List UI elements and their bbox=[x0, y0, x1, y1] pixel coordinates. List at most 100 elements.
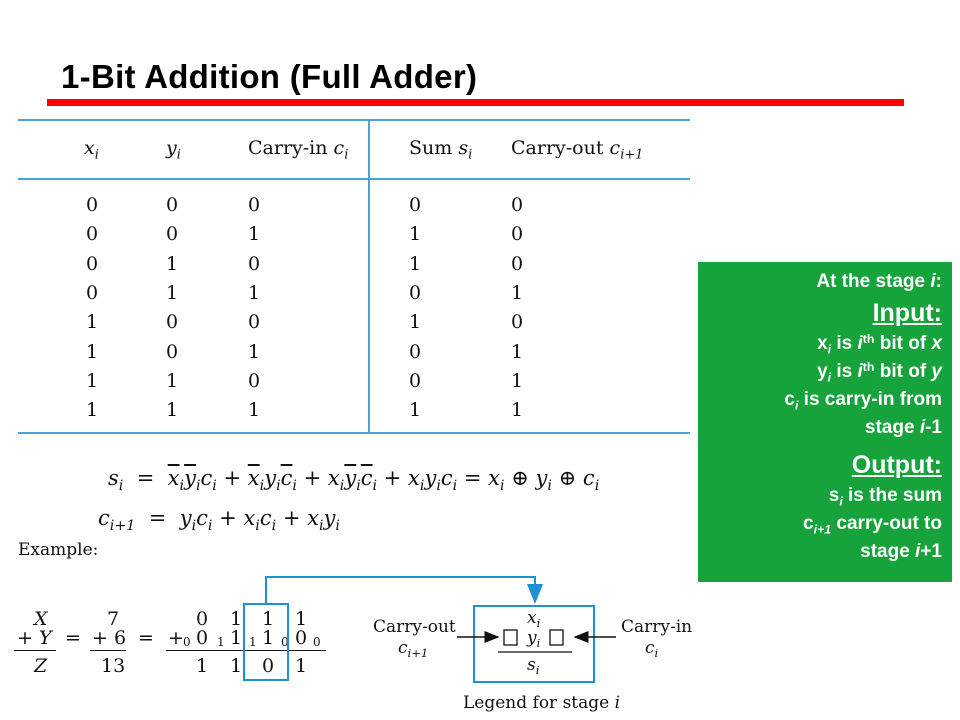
table-cell-y: 1 bbox=[166, 252, 179, 275]
table-cell-y: 0 bbox=[166, 194, 179, 216]
table-cell-carry-in: 1 bbox=[248, 399, 261, 422]
example-val-x: 7 bbox=[107, 608, 120, 630]
table-cell-carry-in: 1 bbox=[248, 281, 261, 304]
table-cell-x: 1 bbox=[86, 340, 99, 363]
example-rule-2 bbox=[90, 650, 126, 651]
header-y: yi bbox=[166, 137, 181, 163]
table-cell-sum: 1 bbox=[409, 223, 422, 246]
carry-bit-0: 0 bbox=[183, 635, 191, 649]
header-sum: Sum si bbox=[409, 137, 473, 163]
legend-cell-left bbox=[503, 629, 518, 646]
table-cell-carry-out: 0 bbox=[511, 252, 524, 275]
table-bottom-rule bbox=[18, 432, 690, 434]
carry-out-var: ci+1 bbox=[398, 638, 429, 661]
carry-in-var: ci bbox=[645, 638, 659, 661]
legend-caption: Legend for stage i bbox=[463, 693, 621, 713]
top-bit-1: 1 bbox=[230, 608, 243, 630]
table-cell-sum: 0 bbox=[409, 194, 422, 216]
title-underline bbox=[47, 99, 904, 106]
header-carry-out: Carry-out ci+1 bbox=[511, 137, 644, 163]
info-c-line: ci is carry-in from bbox=[784, 389, 942, 413]
example-val-z: 13 bbox=[101, 655, 126, 677]
table-cell-x: 1 bbox=[86, 311, 99, 334]
table-cell-carry-in: 1 bbox=[248, 223, 261, 246]
info-s-line: si is the sum bbox=[828, 485, 942, 509]
example-rule-1 bbox=[14, 650, 56, 651]
example-col-x: X bbox=[34, 608, 48, 630]
table-cell-y: 0 bbox=[166, 340, 179, 363]
example-col-y: + Y bbox=[17, 627, 52, 649]
table-cell-sum: 0 bbox=[409, 281, 422, 304]
carry-in-label: Carry-in bbox=[621, 617, 693, 637]
carry-bit-3: 0 bbox=[281, 635, 289, 649]
table-cell-x: 0 bbox=[86, 223, 99, 246]
slide-title: 1-Bit Addition (Full Adder) bbox=[61, 58, 478, 95]
mid-bit-0: 0 bbox=[196, 627, 209, 649]
legend-cell-right bbox=[549, 629, 564, 646]
mid-bit-1: 1 bbox=[230, 627, 243, 649]
table-cell-sum: 1 bbox=[409, 311, 422, 334]
top-bit-3: 1 bbox=[295, 608, 308, 630]
top-bit-0: 0 bbox=[196, 608, 209, 630]
carry-equation: ci+1 = yici + xici + xiyi bbox=[98, 506, 340, 534]
info-co-line: ci+1 carry-out to bbox=[803, 513, 942, 537]
info-stage-line: At the stage i: bbox=[816, 271, 942, 292]
table-cell-x: 0 bbox=[86, 281, 99, 304]
result-bit-1: 1 bbox=[230, 655, 243, 677]
header-x: xi bbox=[84, 137, 99, 163]
legend-y: yi bbox=[527, 628, 541, 651]
example-rule-3 bbox=[166, 650, 326, 651]
carry-out-label: Carry-out bbox=[373, 617, 456, 637]
table-cell-y: 1 bbox=[166, 281, 179, 304]
header-carry-in: Carry-in ci bbox=[248, 137, 349, 163]
legend-s: si bbox=[527, 655, 540, 678]
table-cell-y: 1 bbox=[166, 369, 179, 392]
table-divider bbox=[368, 120, 370, 433]
table-cell-carry-out: 0 bbox=[511, 311, 524, 334]
table-cell-carry-in: 0 bbox=[248, 252, 261, 275]
table-cell-y: 0 bbox=[166, 223, 179, 246]
table-cell-carry-out: 1 bbox=[511, 399, 524, 422]
table-cell-carry-in: 0 bbox=[248, 311, 261, 334]
connector-arrow bbox=[265, 576, 543, 604]
mid-bit-3: 0 bbox=[295, 627, 308, 649]
table-cell-sum: 1 bbox=[409, 399, 422, 422]
legend-box bbox=[473, 605, 595, 683]
example-val-y: + 6 bbox=[92, 627, 127, 649]
example-col-z: Z bbox=[34, 655, 48, 677]
sum-equation: si = xiyici + xiyici + xiyici + xiyici =… bbox=[108, 466, 600, 494]
table-cell-y: 0 bbox=[166, 311, 179, 334]
table-cell-carry-out: 0 bbox=[511, 223, 524, 246]
result-bit-3: 1 bbox=[295, 655, 308, 677]
stage-info-box: At the stage i: Input: xi is ith bit of … bbox=[698, 262, 952, 582]
info-output-heading: Output: bbox=[851, 451, 942, 479]
example-equals-1: = bbox=[65, 627, 81, 649]
example-equals-2: = bbox=[138, 627, 154, 649]
carry-bit-1: 1 bbox=[217, 635, 225, 649]
table-cell-x: 0 bbox=[86, 194, 99, 216]
info-co-line-2: stage i+1 bbox=[860, 541, 942, 562]
example-label: Example: bbox=[18, 540, 99, 560]
table-cell-y: 1 bbox=[166, 399, 179, 422]
info-y-line: yi is ith bit of y bbox=[817, 359, 942, 385]
table-cell-carry-in: 0 bbox=[248, 369, 261, 392]
info-x-line: xi is ith bit of x bbox=[817, 331, 942, 357]
legend-x: xi bbox=[527, 608, 541, 631]
result-bit-0: 1 bbox=[196, 655, 209, 677]
table-cell-x: 1 bbox=[86, 369, 99, 392]
table-cell-sum: 1 bbox=[409, 252, 422, 275]
table-cell-carry-in: 1 bbox=[248, 340, 261, 363]
top-bit-2: 1 bbox=[262, 608, 275, 630]
table-cell-carry-out: 1 bbox=[511, 281, 524, 304]
highlight-column-box bbox=[243, 603, 289, 681]
table-header-rule bbox=[18, 178, 690, 180]
carry-bit-2: 1 bbox=[249, 635, 257, 649]
carry-bit-4: 0 bbox=[313, 635, 321, 649]
info-c-line-2: stage i-1 bbox=[864, 417, 942, 438]
table-top-rule bbox=[18, 119, 690, 121]
table-cell-x: 0 bbox=[86, 252, 99, 275]
mid-bit-2: 1 bbox=[262, 627, 275, 649]
table-cell-sum: 0 bbox=[409, 369, 422, 392]
table-cell-x: 1 bbox=[86, 399, 99, 422]
